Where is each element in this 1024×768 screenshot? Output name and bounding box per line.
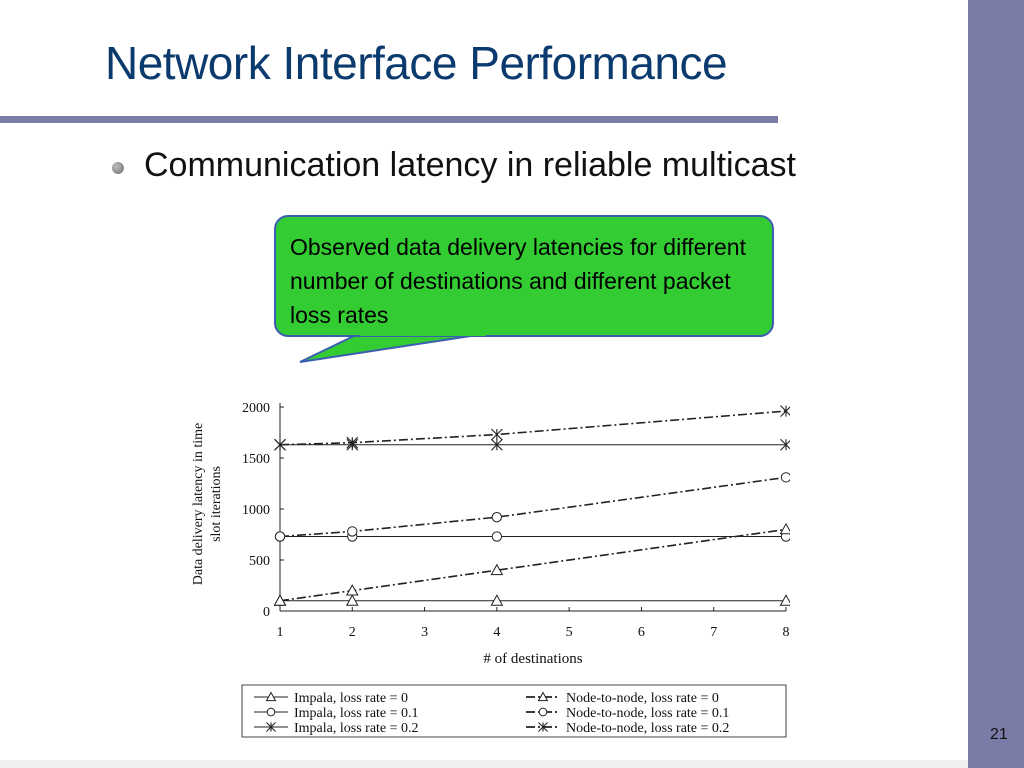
x-tick-label: 7: [710, 625, 717, 640]
x-tick-label: 6: [638, 625, 645, 640]
x-tick-label: 3: [421, 625, 428, 640]
legend-label: Node-to-node, loss rate = 0.2: [566, 721, 729, 736]
triangle-marker: [345, 584, 359, 596]
triangle-marker: [273, 594, 287, 606]
star-marker: [538, 722, 548, 732]
y-tick-label: 500: [249, 554, 270, 569]
star-marker: [490, 438, 503, 451]
triangle-marker: [537, 691, 549, 702]
callout-text: Observed data delivery latencies for dif…: [290, 234, 746, 328]
latency-chart: 1 2 3 4 5 6 7 8 0 500 1000 1500 2000 # of destinatio…: [191, 401, 790, 738]
triangle-marker: [490, 594, 504, 606]
bullet-icon: [112, 162, 124, 174]
x-tick-label: 8: [783, 625, 790, 640]
y-tick-label: 1500: [242, 452, 270, 467]
series-line-4: [279, 476, 787, 538]
x-tick-label: 5: [566, 625, 573, 640]
circle-marker: [347, 526, 358, 537]
circle-marker: [274, 531, 286, 542]
callout-box: [274, 215, 774, 337]
circle-marker: [266, 707, 276, 717]
triangle-marker: [490, 563, 504, 576]
series-lines: [279, 410, 787, 602]
triangle-marker: [779, 594, 790, 606]
y-tick-label: 0: [263, 605, 270, 620]
tick-labels: 1 2 3 4 5 6 7 8 0 500 1000 1500 2000: [242, 401, 790, 640]
star-marker: [780, 405, 790, 417]
star-marker: [346, 436, 359, 449]
series-line-3: [279, 528, 787, 602]
circle-marker: [538, 707, 548, 717]
bottom-strip: [0, 760, 968, 768]
title-underline-bar: [0, 116, 778, 123]
legend-box: [241, 684, 787, 738]
circle-marker: [491, 531, 503, 542]
series-markers: [273, 405, 790, 606]
star-marker: [274, 438, 286, 451]
chart-axes: [279, 403, 787, 612]
legend-label: Node-to-node, loss rate = 0: [566, 691, 719, 706]
y-axis-label-line: Data delivery latency in time: [191, 423, 206, 586]
bullet-text: Communication latency in reliable multic…: [144, 146, 796, 184]
triangle-marker: [345, 594, 359, 606]
right-accent-bar: [968, 0, 1024, 768]
slide-number: 21: [990, 726, 1008, 743]
star-marker: [780, 438, 790, 451]
legend-label: Node-to-node, loss rate = 0.1: [566, 706, 729, 721]
star-marker: [490, 428, 503, 441]
y-tick-label: 1000: [242, 503, 270, 518]
y-axis-label-line: slot iterations: [209, 466, 224, 542]
slide-title: Network Interface Performance: [105, 37, 728, 89]
triangle-marker: [265, 691, 277, 702]
legend-label: Impala, loss rate = 0: [294, 691, 408, 706]
legend-label: Impala, loss rate = 0.2: [294, 721, 419, 736]
x-axis-label: # of destinations: [483, 651, 582, 667]
series-line-5: [279, 410, 787, 446]
y-tick-label: 2000: [242, 401, 270, 416]
triangle-marker: [779, 522, 790, 535]
circle-marker: [491, 511, 503, 523]
legend-label: Impala, loss rate = 0.1: [294, 706, 419, 721]
circle-marker: [780, 472, 790, 483]
x-tick-label: 1: [277, 625, 284, 640]
x-tick-label: 2: [349, 625, 356, 640]
star-marker: [266, 722, 276, 732]
x-tick-label: 4: [493, 625, 500, 640]
